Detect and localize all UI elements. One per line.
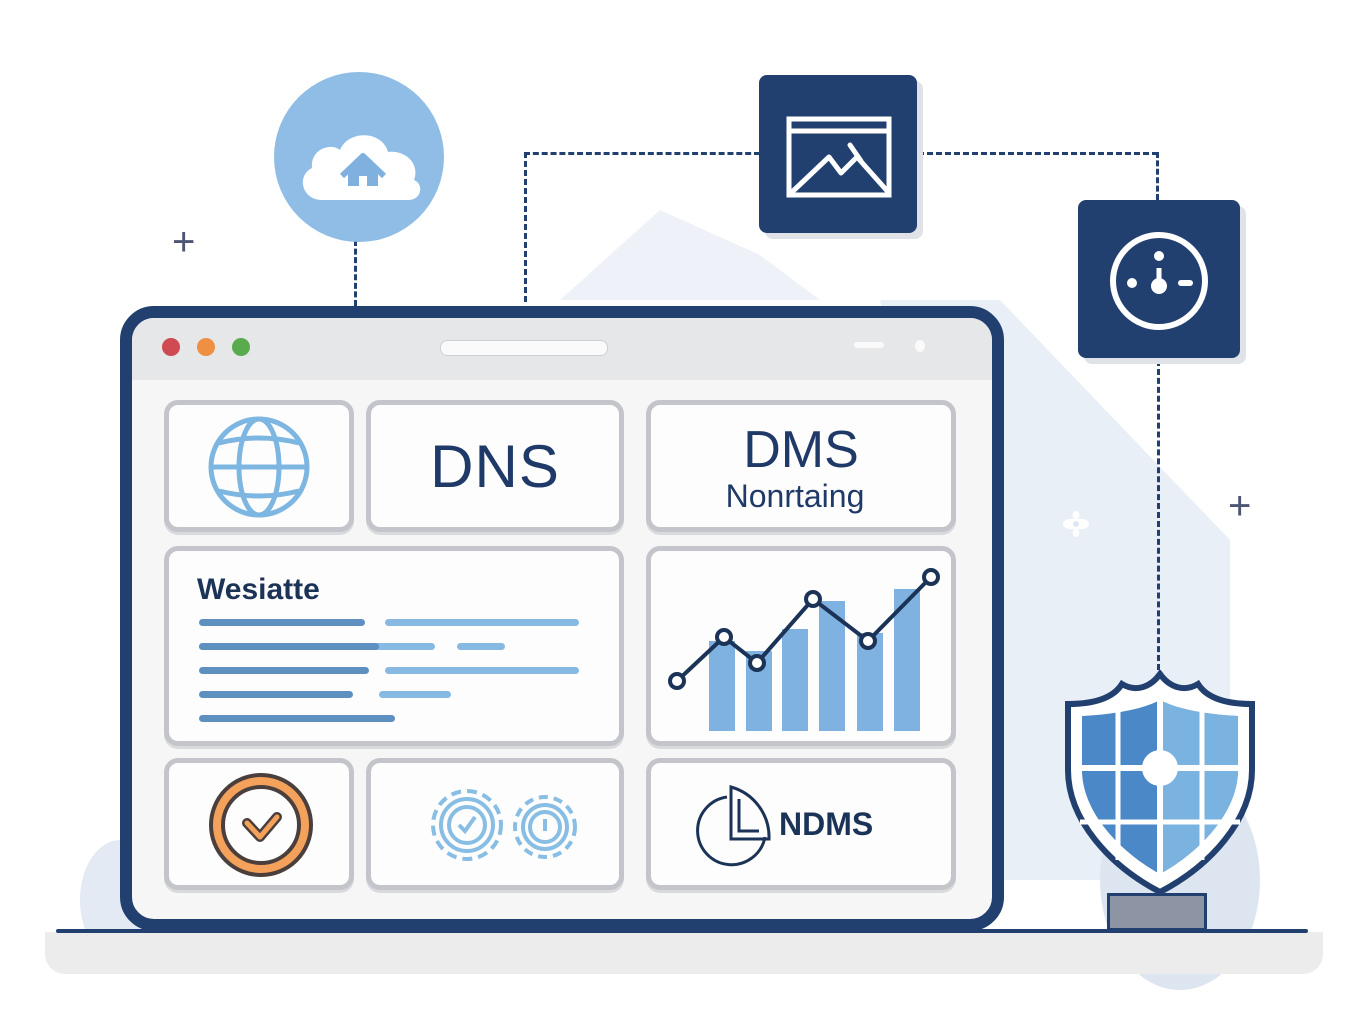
text-line: [199, 691, 353, 698]
shield-pedestal: [1107, 893, 1207, 931]
dns-tile[interactable]: DNS: [366, 400, 624, 532]
text-line: [385, 667, 579, 674]
shield-icon: [1060, 668, 1260, 900]
text-line: [379, 691, 451, 698]
menu-dot[interactable]: [915, 340, 925, 352]
chart-tile[interactable]: [646, 546, 956, 746]
floor-shadow: [45, 932, 1323, 974]
gears-icon: [431, 789, 577, 861]
text-line: [199, 667, 369, 674]
website-title: Wesiatte: [197, 573, 320, 606]
text-line: [199, 715, 395, 722]
dms-tile[interactable]: DMS Nonrtaing: [646, 400, 956, 532]
dms-title: DMS: [743, 421, 859, 479]
plus-decoration: +: [172, 220, 196, 264]
text-line: [199, 619, 365, 626]
gauge-icon: [1078, 200, 1240, 358]
dms-subtitle: Nonrtaing: [725, 478, 865, 514]
maximize-button[interactable]: [232, 338, 250, 356]
plus-decoration: +: [1228, 484, 1252, 528]
connector-right-shield: [1157, 360, 1160, 670]
ndms-label: NDMS: [779, 805, 874, 842]
menu-line: [854, 342, 884, 348]
ndms-tile[interactable]: NDMS: [646, 758, 956, 890]
cloud-home-icon: [274, 72, 444, 242]
pie-chart-icon: [696, 785, 771, 867]
floor-line: [56, 929, 1308, 933]
gears-tile[interactable]: [366, 758, 624, 890]
connector-left-vertical: [524, 152, 527, 302]
check-tile[interactable]: [164, 758, 354, 890]
bar-line-chart-icon: [668, 568, 940, 731]
dns-label: DNS: [430, 432, 560, 500]
title-bar: [132, 318, 992, 380]
connector-top-left: [524, 152, 760, 155]
check-badge-icon: [209, 773, 313, 877]
address-bar[interactable]: [440, 340, 608, 356]
close-button[interactable]: [162, 338, 180, 356]
connector-right-top: [1156, 152, 1159, 200]
image-window-icon: [759, 75, 917, 233]
text-line: [199, 643, 379, 650]
globe-icon: [208, 416, 310, 518]
connector-top-right: [918, 152, 1158, 155]
browser-window: DNS DMS Nonrtaing Wesiatte: [120, 306, 1004, 931]
text-line: [385, 619, 579, 626]
sparkle-icon: [1063, 511, 1089, 537]
minimize-button[interactable]: [197, 338, 215, 356]
website-tile[interactable]: Wesiatte: [164, 546, 624, 746]
text-line: [457, 643, 505, 650]
connector-cloud: [354, 240, 357, 306]
globe-tile[interactable]: [164, 400, 354, 532]
